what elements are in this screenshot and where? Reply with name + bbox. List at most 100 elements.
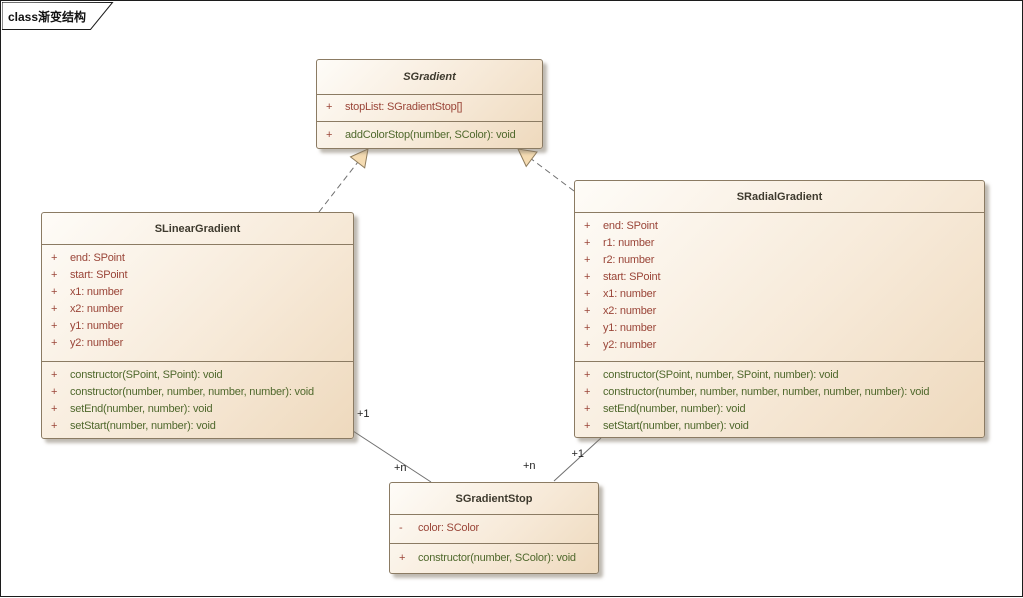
- member-visibility: +: [584, 237, 591, 249]
- attribute-row: +x2: number: [42, 301, 353, 318]
- class-methods-compartment: + constructor(SPoint, SPoint): void + const…: [42, 362, 353, 440]
- class-methods-compartment: + addColorStop(number, SColor): void: [317, 122, 542, 150]
- attribute-row: + start: SPoint: [575, 269, 984, 286]
- class-box-sgradient[interactable]: SGradient + stopList: SGradientStop[] + ad…: [316, 59, 543, 149]
- realization-connector-radial[interactable]: [531, 158, 575, 192]
- diagram-tab-label: class渐变结构: [8, 9, 86, 24]
- member-text: start: SPoint: [603, 271, 661, 283]
- member-text: setEnd(number, number): void: [70, 403, 213, 415]
- member-visibility: +: [584, 288, 591, 300]
- member-visibility: +: [584, 220, 591, 232]
- member-text: color: SColor: [418, 522, 479, 534]
- member-visibility: +: [584, 254, 591, 266]
- member-visibility: +: [584, 420, 591, 432]
- attribute-row: + x2: number: [575, 303, 984, 320]
- member-visibility: +: [51, 420, 58, 432]
- member-visibility: +: [399, 552, 406, 564]
- member-visibility: +: [51, 386, 58, 398]
- member-visibility: +: [584, 369, 591, 381]
- attribute-row: + x1: number: [42, 284, 353, 301]
- member-visibility: +: [51, 286, 58, 298]
- method-row: + setStart(number, number): void: [42, 418, 353, 435]
- multiplicity-label: +1: [571, 448, 584, 460]
- method-row: + setEnd(number, number): void: [42, 401, 353, 418]
- member-visibility: +: [584, 271, 591, 283]
- member-visibility: +: [51, 403, 58, 415]
- method-row: + constructor(SPoint, SPoint): void: [42, 367, 353, 384]
- class-attributes-compartment: +end: SPoint+r1: number+r2: number+start…: [575, 213, 984, 362]
- attribute-row: + y1: number: [42, 318, 353, 335]
- class-attributes-compartment: - color: SColor: [390, 515, 598, 544]
- member-text: x2: number: [603, 305, 657, 317]
- member-text: setStart(number, number): void: [70, 420, 216, 432]
- multiplicity-label: +n: [394, 462, 407, 474]
- attribute-row: - color: SColor: [390, 520, 598, 537]
- member-visibility: +: [51, 320, 58, 332]
- member-text: x1: number: [603, 288, 657, 300]
- attribute-row: + y2: number: [575, 337, 984, 354]
- class-methods-compartment: + constructor(SPoint, number, SPoint, num…: [575, 362, 984, 439]
- class-title: SGradient: [317, 60, 542, 95]
- realization-connector-linear[interactable]: [318, 162, 358, 213]
- method-row: + setStart(number, number): void: [575, 418, 984, 435]
- class-attributes-compartment: + end: SPoint + start: SPoint + x1: number +x2…: [42, 245, 353, 362]
- class-attributes-compartment: + stopList: SGradientStop[]: [317, 95, 542, 122]
- member-visibility: +: [326, 129, 333, 141]
- association-connector-radial-stop[interactable]: [553, 437, 602, 482]
- class-box-slineargradient[interactable]: SLinearGradient + end: SPoint + start: SPoi…: [41, 212, 354, 439]
- attribute-row: + r1: number: [575, 235, 984, 252]
- class-title: SGradientStop: [390, 483, 598, 515]
- attribute-row: + r2: number: [575, 252, 984, 269]
- attribute-row: +end: SPoint: [575, 218, 984, 235]
- member-visibility: +: [51, 252, 58, 264]
- member-text: constructor(number, number, number, numb…: [603, 386, 930, 398]
- member-text: start: SPoint: [70, 269, 128, 281]
- member-text: y2: number: [70, 337, 124, 349]
- member-text: end: SPoint: [70, 252, 125, 264]
- attribute-row: + x1: number: [575, 286, 984, 303]
- member-visibility: +: [51, 337, 58, 349]
- attribute-row: + start: SPoint: [42, 267, 353, 284]
- generalization-arrowhead-icon: [517, 148, 538, 168]
- member-visibility: +: [584, 322, 591, 334]
- member-text: r2: number: [603, 254, 655, 266]
- attribute-row: + end: SPoint: [42, 250, 353, 267]
- member-visibility: -: [399, 522, 403, 534]
- association-connector-linear-stop[interactable]: [352, 430, 432, 483]
- member-text: y2: number: [603, 339, 657, 351]
- member-visibility: +: [584, 305, 591, 317]
- attribute-row: + stopList: SGradientStop[]: [317, 99, 542, 116]
- member-text: stopList: SGradientStop[]: [345, 101, 463, 113]
- member-text: constructor(number, number, number, numb…: [70, 386, 314, 398]
- multiplicity-label: +1: [357, 408, 370, 420]
- diagram-tab: class渐变结构: [2, 2, 114, 30]
- member-text: addColorStop(number, SColor): void: [345, 129, 516, 141]
- member-text: constructor(SPoint, SPoint): void: [70, 369, 223, 381]
- member-visibility: +: [584, 386, 591, 398]
- member-text: y1: number: [70, 320, 124, 332]
- member-text: r1: number: [603, 237, 655, 249]
- attribute-row: + y2: number: [42, 335, 353, 352]
- member-visibility: +: [51, 369, 58, 381]
- method-row: + addColorStop(number, SColor): void: [317, 127, 542, 144]
- member-visibility: +: [584, 403, 591, 415]
- class-box-sgradientstop[interactable]: SGradientStop - color: SColor + constructo…: [389, 482, 599, 574]
- member-visibility: +: [584, 339, 591, 351]
- method-row: + constructor(number, number, number, num…: [575, 384, 984, 401]
- method-row: + constructor(SPoint, number, SPoint, num…: [575, 367, 984, 384]
- member-text: y1: number: [603, 322, 657, 334]
- member-text: constructor(number, SColor): void: [418, 552, 576, 564]
- class-box-sradialgradient[interactable]: SRadialGradient +end: SPoint+r1: number+…: [574, 180, 985, 438]
- member-text: setStart(number, number): void: [603, 420, 749, 432]
- class-title: SLinearGradient: [42, 213, 353, 245]
- member-text: constructor(SPoint, number, SPoint, numb…: [603, 369, 839, 381]
- multiplicity-label: +n: [523, 460, 536, 472]
- method-row: + constructor(number, SColor): void: [390, 550, 598, 567]
- attribute-row: + y1: number: [575, 320, 984, 337]
- class-methods-compartment: + constructor(number, SColor): void: [390, 544, 598, 575]
- member-visibility: +: [326, 101, 333, 113]
- member-visibility: +: [51, 269, 58, 281]
- member-text: x1: number: [70, 286, 124, 298]
- method-row: +setEnd(number, number): void: [575, 401, 984, 418]
- diagram-tab-shape: [2, 2, 114, 30]
